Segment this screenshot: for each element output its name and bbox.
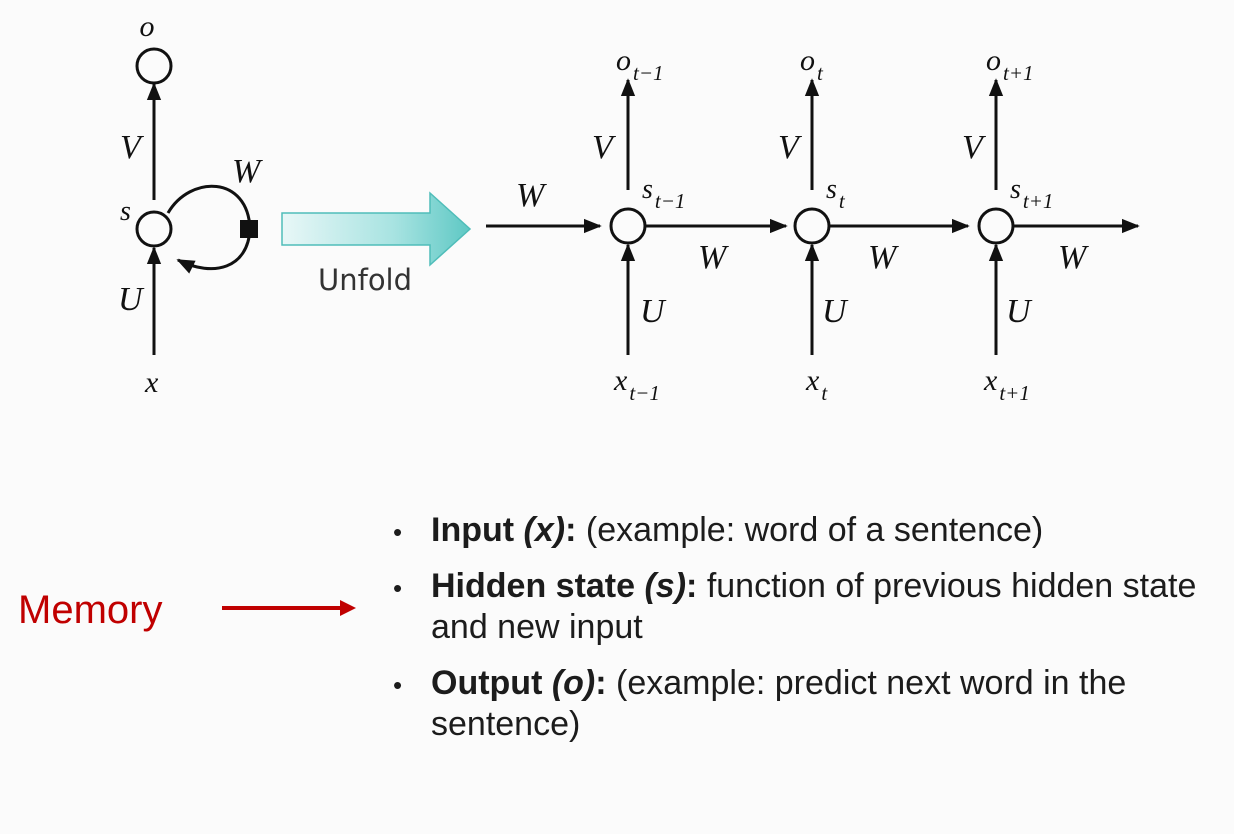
folded-rnn: o V s W U x bbox=[118, 10, 263, 399]
output-label: ot bbox=[800, 44, 824, 85]
incoming-w-label: W bbox=[516, 177, 547, 214]
bullet-text: (example: predict next word in the sente… bbox=[431, 664, 1127, 743]
hidden-node bbox=[977, 207, 1015, 245]
w-label: W bbox=[1058, 239, 1089, 276]
hidden-label: st bbox=[826, 174, 846, 213]
bullet-output: • Output (o): (example: predict next wor… bbox=[385, 663, 1230, 745]
output-label: ot−1 bbox=[616, 44, 664, 85]
bullet-term: Input (x): bbox=[431, 511, 577, 549]
bullet-input: • Input (x): (example: word of a sentenc… bbox=[385, 510, 1230, 551]
bullet-dot: • bbox=[393, 573, 403, 603]
input-label: xt−1 bbox=[613, 364, 660, 405]
bullet-term: Output (o): bbox=[431, 664, 607, 702]
w-label: W bbox=[868, 239, 899, 276]
output-label: ot+1 bbox=[986, 44, 1034, 85]
step-t: ot V st W U xt bbox=[778, 44, 970, 405]
u-label: U bbox=[640, 293, 667, 330]
folded-delay-square bbox=[240, 220, 258, 238]
unfold-label: Unfold bbox=[318, 263, 412, 297]
input-label: xt+1 bbox=[983, 364, 1030, 405]
unfold-arrow: Unfold bbox=[281, 191, 472, 297]
hidden-label: st−1 bbox=[642, 174, 685, 213]
rnn-diagram: o V s W U x Unfold W ot−1 V st−1 W U bbox=[118, 10, 1140, 405]
u-label: U bbox=[1006, 293, 1033, 330]
folded-hidden-node bbox=[135, 210, 173, 248]
folded-output-node bbox=[135, 47, 173, 85]
bullet-text: function of previous hidden state and ne… bbox=[431, 567, 1197, 646]
folded-v-label: V bbox=[120, 129, 145, 166]
input-label: xt bbox=[805, 364, 828, 405]
folded-x-label: x bbox=[144, 366, 159, 399]
v-label: V bbox=[962, 129, 987, 166]
bullet-text: (example: word of a sentence) bbox=[576, 511, 1044, 549]
bullet-hidden-state: • Hidden state (s): function of previous… bbox=[385, 566, 1230, 648]
hidden-node bbox=[609, 207, 647, 245]
w-label: W bbox=[698, 239, 729, 276]
hidden-label: st+1 bbox=[1010, 174, 1053, 213]
hidden-node bbox=[793, 207, 831, 245]
folded-o-label: o bbox=[140, 10, 155, 43]
bullet-dot: • bbox=[393, 670, 403, 700]
u-label: U bbox=[822, 293, 849, 330]
definition-list: • Input (x): (example: word of a sentenc… bbox=[385, 510, 1230, 760]
bullet-dot: • bbox=[393, 517, 403, 547]
bullet-term: Hidden state (s): bbox=[431, 567, 698, 605]
memory-label: Memory bbox=[18, 588, 163, 632]
v-label: V bbox=[778, 129, 803, 166]
memory-arrow bbox=[222, 600, 356, 616]
folded-s-label: s bbox=[120, 196, 131, 227]
folded-recurrence-loop bbox=[166, 184, 252, 274]
folded-u-label: U bbox=[118, 281, 145, 318]
unrolled-rnn: W ot−1 V st−1 W U xt−1 ot V st W U xt bbox=[486, 44, 1140, 405]
v-label: V bbox=[592, 129, 617, 166]
folded-w-label: W bbox=[232, 153, 263, 190]
step-t-plus-1: ot+1 V st+1 W U xt+1 bbox=[962, 44, 1140, 405]
step-t-minus-1: ot−1 V st−1 W U xt−1 bbox=[592, 44, 788, 405]
